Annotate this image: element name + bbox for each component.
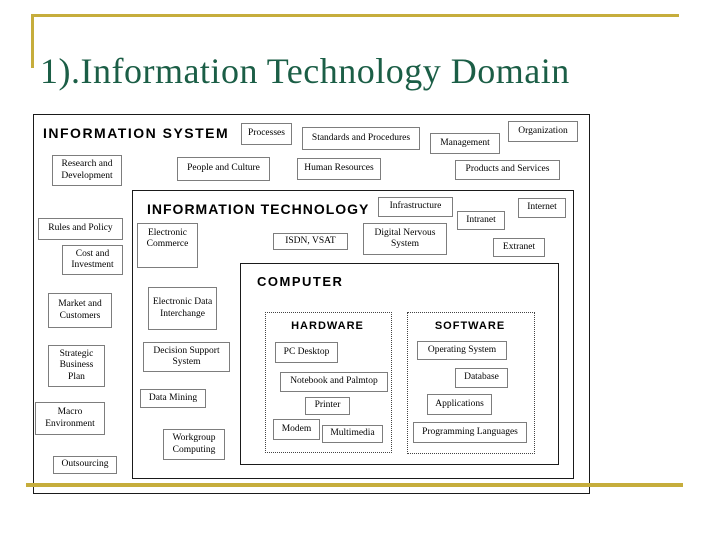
box-human-resources: Human Resources <box>297 158 381 180</box>
box-rules-and-policy: Rules and Policy <box>38 218 123 240</box>
box-market-and-customers: Market and Customers <box>48 293 112 328</box>
computer-label: COMPUTER <box>257 274 344 289</box>
box-people-and-culture: People and Culture <box>177 157 270 181</box>
box-decision-support-system: Decision Support System <box>143 342 230 372</box>
box-operating-system: Operating System <box>417 341 507 360</box>
box-data-mining: Data Mining <box>140 389 206 408</box>
information-system-label: INFORMATION SYSTEM <box>43 125 230 141</box>
box-isdn-vsat: ISDN, VSAT <box>273 233 348 250</box>
software-label: SOFTWARE <box>434 320 506 332</box>
accent-line-top <box>31 14 679 17</box>
box-macro-environment: Macro Environment <box>35 402 105 435</box>
information-system-container <box>33 114 590 494</box>
box-strategic-business-plan: Strategic Business Plan <box>48 345 105 387</box>
box-internet: Internet <box>518 198 566 218</box>
box-processes: Processes <box>241 123 292 145</box>
box-cost-and-investment: Cost and Investment <box>62 245 123 275</box>
box-extranet: Extranet <box>493 238 545 257</box>
box-applications: Applications <box>427 394 492 415</box>
box-programming-languages: Programming Languages <box>413 422 527 443</box>
box-workgroup-computing: Workgroup Computing <box>163 429 225 460</box>
box-modem: Modem <box>273 419 320 440</box>
slide-title: 1).Information Technology Domain <box>40 51 570 92</box>
box-notebook-and-palmtop: Notebook and Palmtop <box>280 372 388 392</box>
box-products-and-services: Products and Services <box>455 160 560 180</box>
box-printer: Printer <box>305 397 350 415</box>
box-electronic-data-interchange: Electronic Data Interchange <box>148 287 217 330</box>
box-electronic-commerce: Electronic Commerce <box>137 223 198 268</box>
computer-container <box>240 263 559 465</box>
box-research-and-development: Research and Development <box>52 155 122 186</box>
software-container <box>407 312 535 454</box>
box-multimedia: Multimedia <box>322 425 383 443</box>
box-outsourcing: Outsourcing <box>53 456 117 474</box>
box-pc-desktop: PC Desktop <box>275 342 338 363</box>
box-intranet: Intranet <box>457 211 505 230</box>
box-digital-nervous-system: Digital Nervous System <box>363 223 447 255</box>
information-technology-label: INFORMATION TECHNOLOGY <box>147 201 370 217</box>
accent-line-bottom <box>26 483 683 487</box>
box-organization: Organization <box>508 121 578 142</box>
box-infrastructure: Infrastructure <box>378 197 453 217</box>
box-management: Management <box>430 133 500 154</box>
accent-line-left <box>31 14 34 68</box>
hardware-label: HARDWARE <box>291 320 364 332</box>
box-standards-and-procedures: Standards and Procedures <box>302 127 420 150</box>
hardware-container <box>265 312 392 453</box>
information-technology-container <box>132 190 574 479</box>
box-database: Database <box>455 368 508 388</box>
